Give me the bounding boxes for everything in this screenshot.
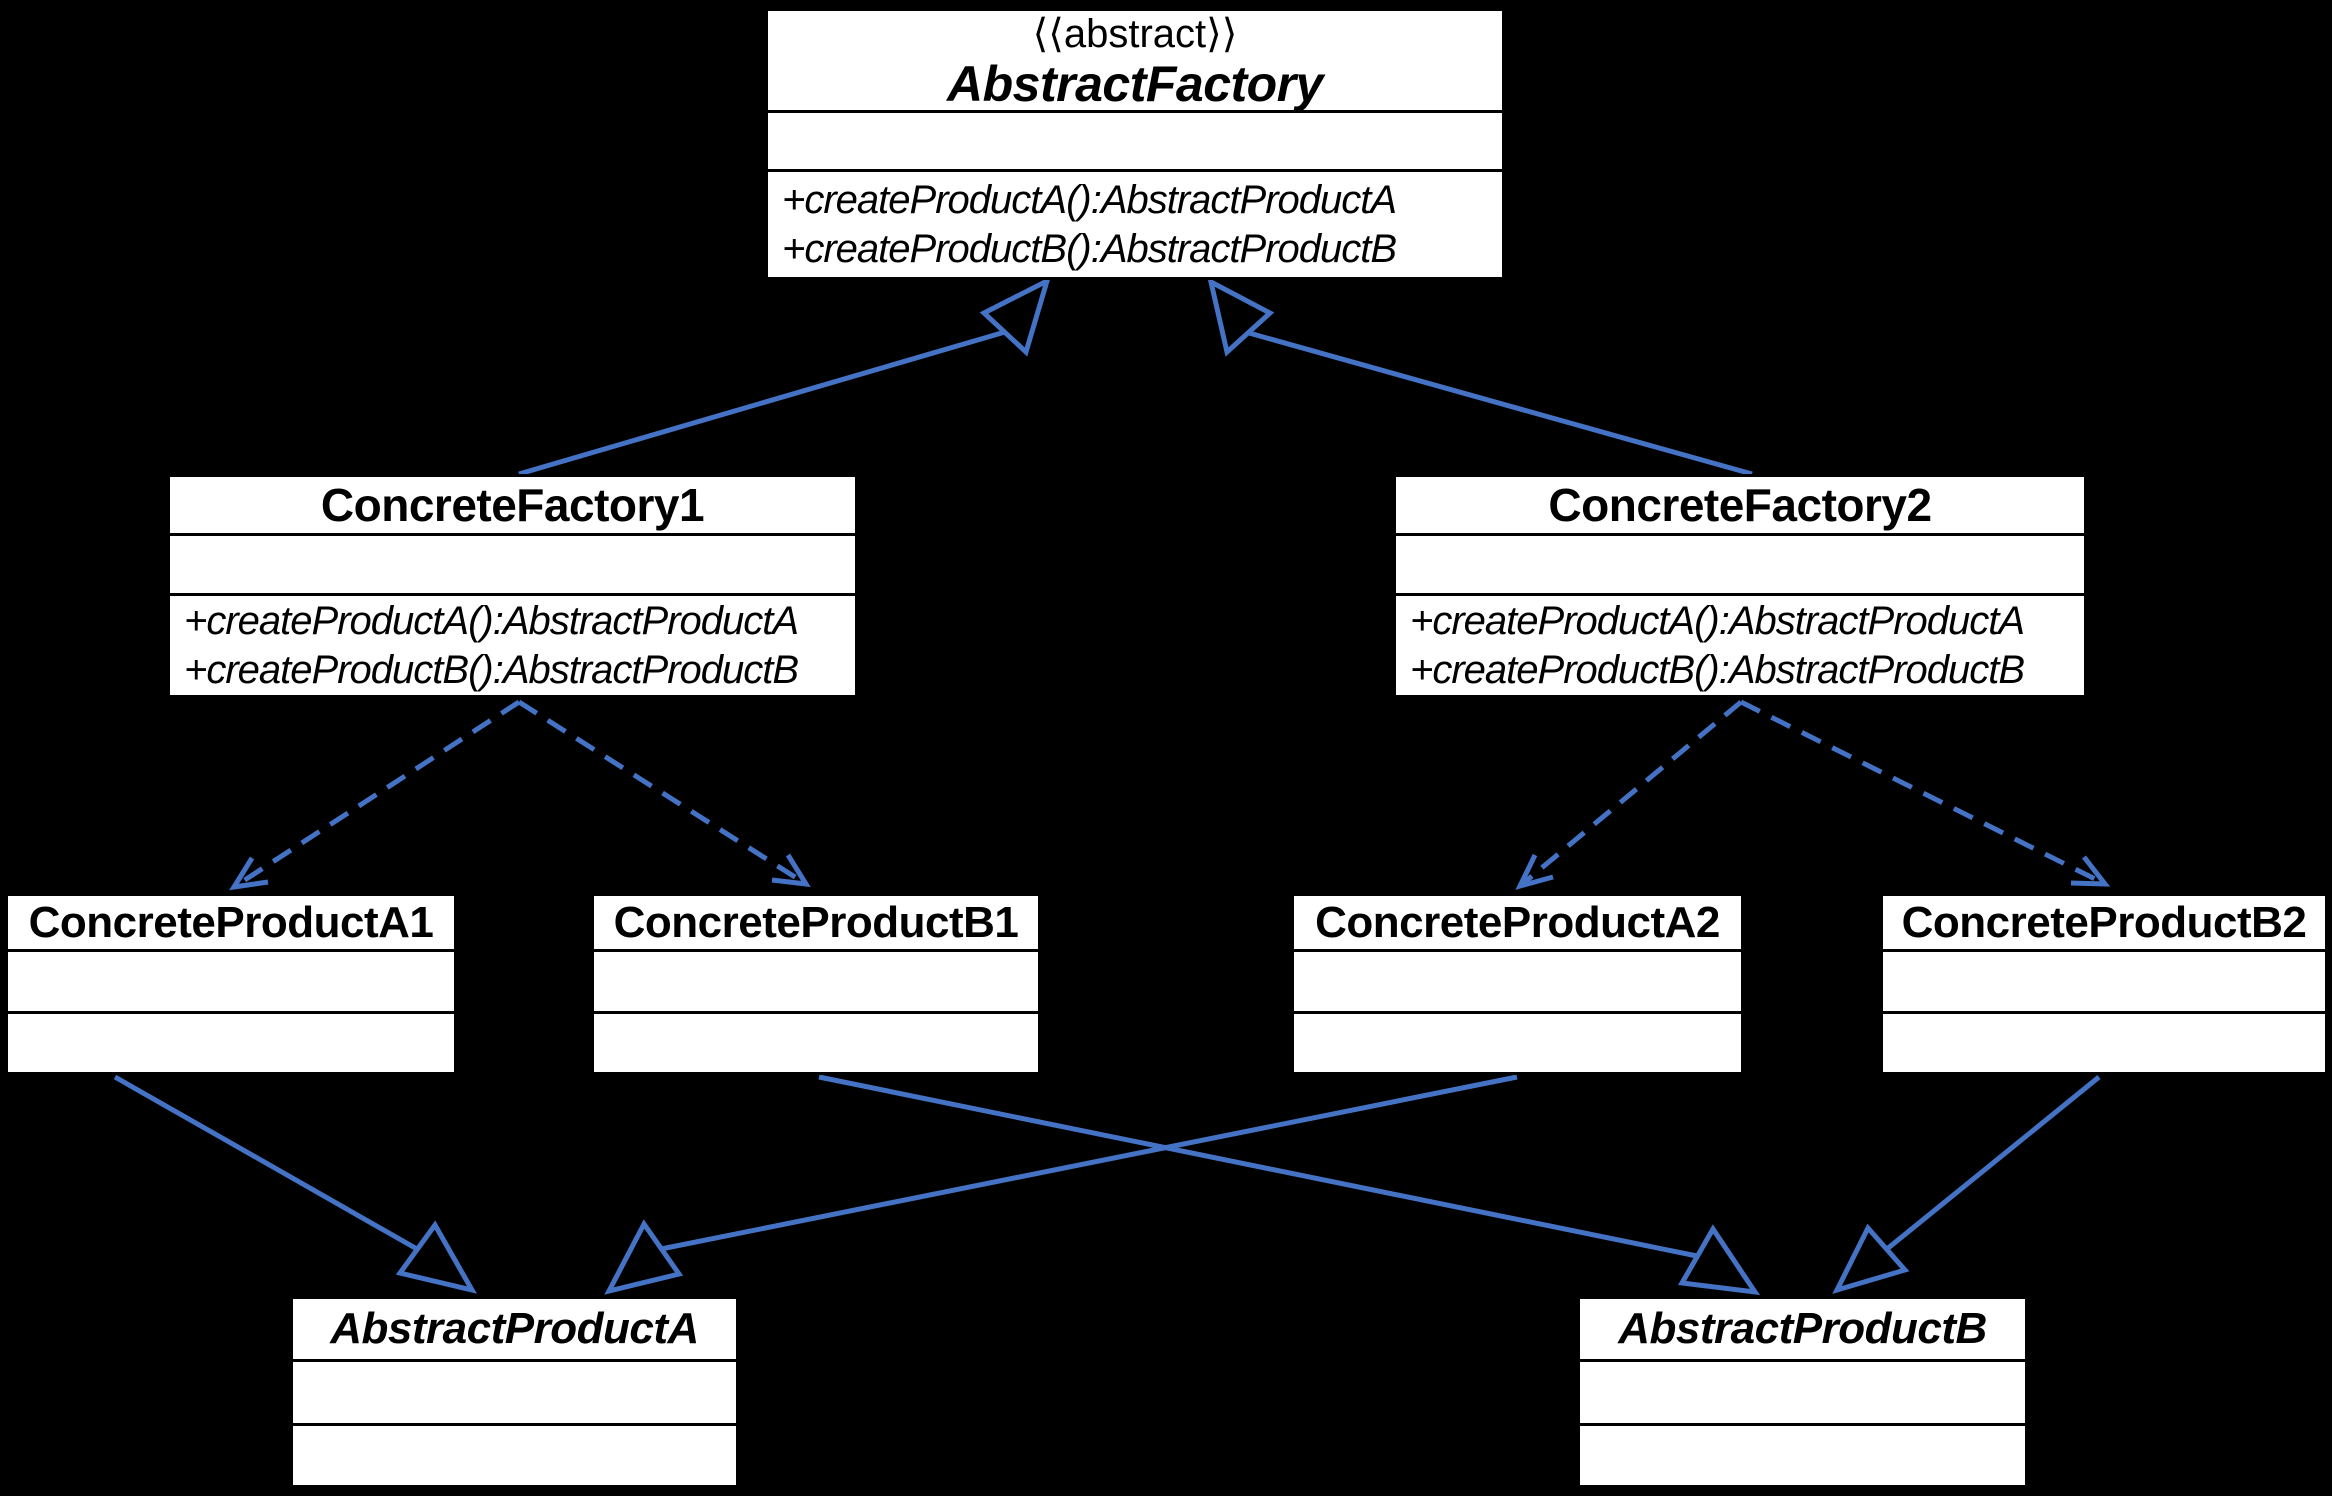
class-title-compartment: ConcreteFactory2 — [1396, 477, 2084, 533]
attributes-compartment — [293, 1359, 736, 1423]
attributes-compartment — [1294, 949, 1741, 1011]
methods-compartment — [1580, 1423, 2025, 1485]
dependency-concretefactory2-to-concreteproducta2 — [1515, 700, 1743, 890]
class-name: ConcreteFactory1 — [320, 479, 705, 531]
stereotype-label: ⟨⟨abstract⟩⟩ — [1032, 11, 1238, 56]
class-title-compartment: ConcreteProductB1 — [594, 896, 1038, 949]
class-concrete-product-a2: ConcreteProductA2 — [1291, 893, 1744, 1075]
generalization-concreteproducta1-to-abstractproducta — [113, 1074, 478, 1294]
generalization-concretefactory1-to-abstractfactory — [518, 276, 1052, 477]
generalization-concreteproductb1-to-abstractproductb — [818, 1074, 1761, 1296]
generalization-concretefactory2-to-abstractfactory — [1207, 277, 1753, 477]
attributes-compartment — [8, 949, 454, 1011]
class-abstract-product-b: AbstractProductB — [1577, 1296, 2028, 1488]
class-concrete-product-b1: ConcreteProductB1 — [591, 893, 1041, 1075]
generalization-concreteproducta2-to-abstractproducta — [604, 1074, 1518, 1295]
methods-compartment — [8, 1011, 454, 1072]
attributes-compartment — [768, 110, 1502, 169]
class-name: ConcreteProductA1 — [28, 897, 434, 947]
methods-compartment — [293, 1423, 736, 1485]
class-concrete-product-a1: ConcreteProductA1 — [5, 893, 457, 1075]
class-title-compartment: ConcreteFactory1 — [170, 477, 855, 533]
class-name: AbstractProductA — [330, 1304, 699, 1353]
class-concrete-factory-1: ConcreteFactory1 +createProductA():Abstr… — [167, 474, 858, 698]
dependency-concretefactory2-to-concreteproductb2 — [1739, 699, 2111, 887]
method-label: +createProductA():AbstractProductA — [1410, 598, 2025, 643]
generalization-concreteproductb2-to-abstractproductb — [1832, 1075, 2101, 1295]
attributes-compartment — [594, 949, 1038, 1011]
methods-compartment — [1294, 1011, 1741, 1072]
methods-compartment: +createProductA():AbstractProductA +crea… — [1396, 593, 2084, 695]
class-abstract-product-a: AbstractProductA — [290, 1296, 739, 1488]
attributes-compartment — [1883, 949, 2325, 1011]
method-label: +createProductA():AbstractProductA — [184, 598, 799, 643]
class-title-compartment: ⟨⟨abstract⟩⟩ AbstractFactory — [768, 11, 1502, 112]
dependency-concretefactory1-to-concreteproductb1 — [517, 699, 811, 888]
class-title-compartment: ConcreteProductB2 — [1883, 896, 2325, 949]
methods-compartment: +createProductA():AbstractProductA +crea… — [170, 593, 855, 695]
class-concrete-product-b2: ConcreteProductB2 — [1880, 893, 2328, 1075]
methods-compartment — [594, 1011, 1038, 1072]
class-name: ConcreteProductA2 — [1315, 897, 1720, 947]
dependency-concretefactory1-to-concreteproducta1 — [229, 699, 521, 891]
class-name: ConcreteProductB1 — [613, 897, 1019, 947]
attributes-compartment — [1580, 1359, 2025, 1423]
attributes-compartment — [1396, 533, 2084, 593]
class-title-compartment: AbstractProductB — [1580, 1299, 2025, 1359]
class-concrete-factory-2: ConcreteFactory2 +createProductA():Abstr… — [1393, 474, 2087, 698]
method-label: +createProductA():AbstractProductA — [782, 177, 1397, 222]
method-label: +createProductB():AbstractProductB — [184, 647, 799, 692]
class-name: AbstractFactory — [947, 55, 1323, 112]
class-abstract-factory: ⟨⟨abstract⟩⟩ AbstractFactory +createProd… — [765, 8, 1505, 280]
methods-compartment: +createProductA():AbstractProductA +crea… — [768, 169, 1502, 277]
class-name: ConcreteProductB2 — [1901, 897, 2307, 947]
class-title-compartment: ConcreteProductA2 — [1294, 896, 1741, 949]
class-name: ConcreteFactory2 — [1548, 479, 1932, 531]
class-title-compartment: ConcreteProductA1 — [8, 896, 454, 949]
method-label: +createProductB():AbstractProductB — [782, 226, 1397, 271]
attributes-compartment — [170, 533, 855, 593]
class-title-compartment: AbstractProductA — [293, 1299, 736, 1359]
class-name: AbstractProductB — [1618, 1304, 1987, 1353]
method-label: +createProductB():AbstractProductB — [1410, 647, 2025, 692]
methods-compartment — [1883, 1011, 2325, 1072]
